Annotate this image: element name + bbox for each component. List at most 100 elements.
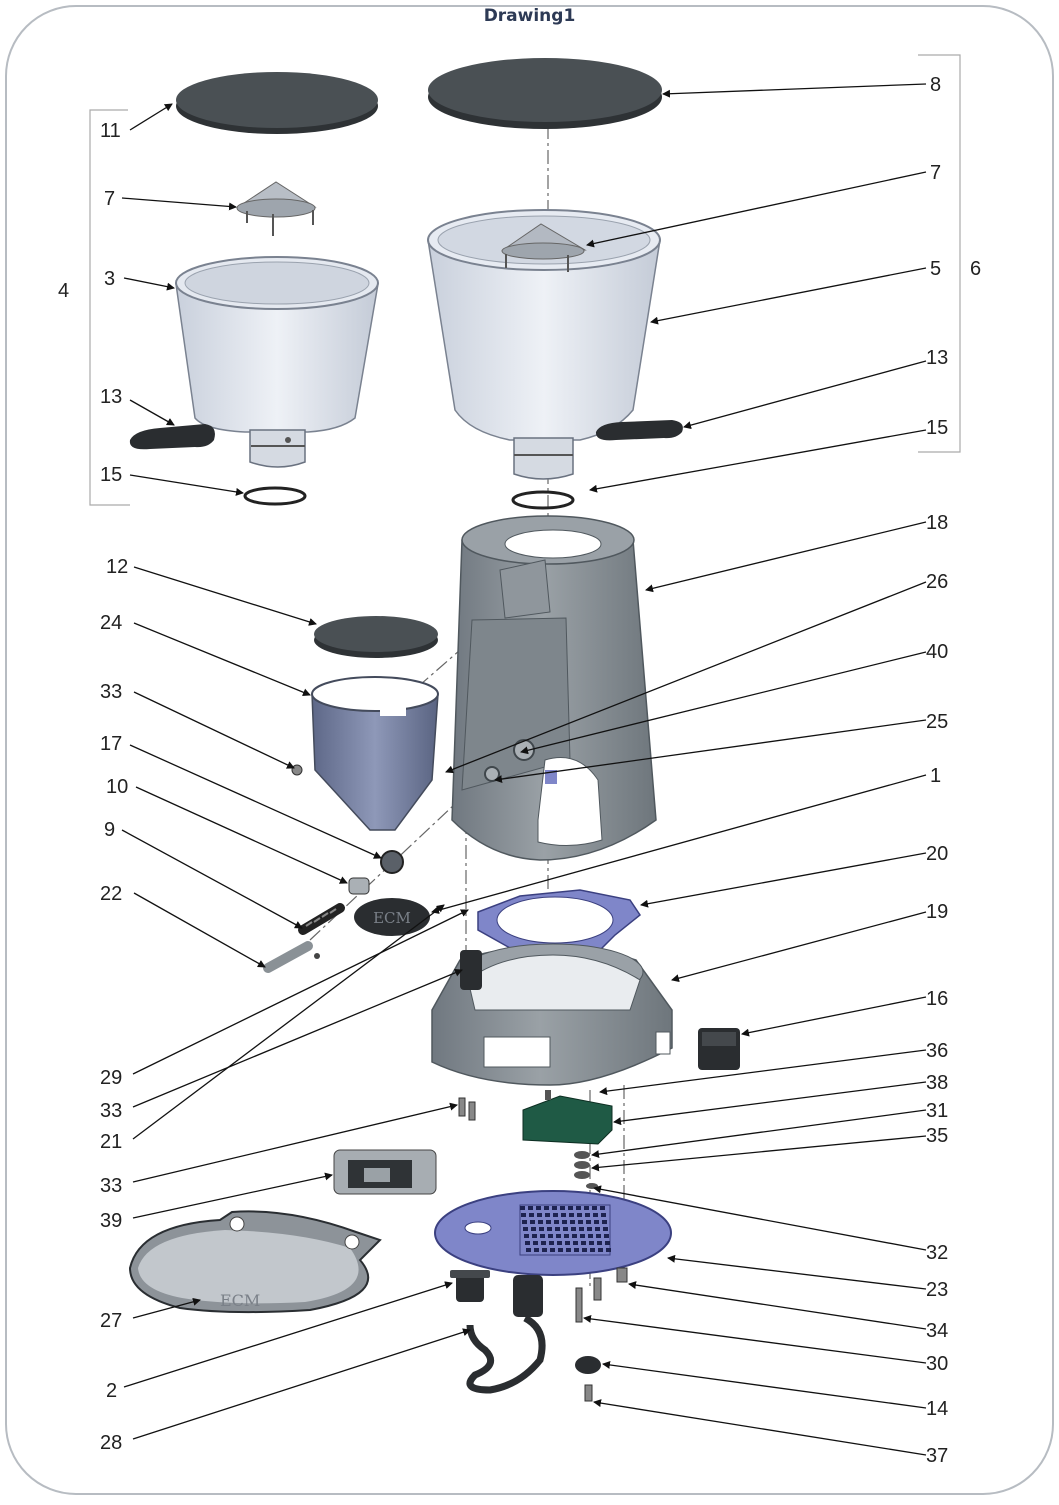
callout-2: 2 [106, 1380, 117, 1402]
part-pin-22 [263, 941, 320, 973]
callout-12: 12 [106, 556, 128, 578]
plate-vent-hole [520, 1206, 525, 1210]
plate-vent-hole [533, 1241, 538, 1245]
plate-vent-hole [558, 1248, 563, 1252]
plate-vent-grid [520, 1206, 611, 1252]
plate-vent-hole [596, 1234, 601, 1238]
plate-vent-hole [565, 1241, 570, 1245]
plate-vent-hole [593, 1213, 598, 1217]
callout-40: 40 [926, 641, 948, 663]
callout-31: 31 [926, 1100, 948, 1122]
callout-13-left: 13 [100, 386, 122, 408]
part-lid-large [428, 58, 662, 129]
part-pcb [522, 1090, 613, 1145]
plate-vent-hole [594, 1220, 599, 1224]
part-handle-right [595, 420, 683, 441]
callout-21: 21 [100, 1131, 122, 1153]
part-nut-34 [616, 1267, 628, 1283]
callout-38: 38 [926, 1072, 948, 1094]
plate-vent-hole [602, 1220, 607, 1224]
plate-vent-hole [550, 1248, 555, 1252]
plate-vent-hole [601, 1213, 606, 1217]
plate-vent-hole [572, 1234, 577, 1238]
part-display [333, 1149, 437, 1195]
plate-vent-hole [560, 1206, 565, 1210]
plate-vent-hole [563, 1227, 568, 1231]
drawing-title: Drawing1 [483, 6, 576, 26]
callout-29: 29 [100, 1067, 122, 1089]
part-main-body [451, 515, 657, 861]
plate-vent-hole [595, 1227, 600, 1231]
plate-vent-hole [525, 1241, 530, 1245]
part-oring-left [243, 486, 307, 506]
part-screw-37 [584, 1384, 593, 1402]
plate-vent-hole [605, 1241, 610, 1245]
plate-vent-hole [522, 1220, 527, 1224]
part-mount-ring [477, 889, 642, 956]
plate-vent-hole [528, 1206, 533, 1210]
plate-vent-hole [564, 1234, 569, 1238]
plate-vent-hole [524, 1234, 529, 1238]
plate-vent-hole [568, 1206, 573, 1210]
callout-16: 16 [926, 988, 948, 1010]
plate-vent-hole [600, 1206, 605, 1210]
part-washers [574, 1151, 598, 1189]
callout-33-bottom: 33 [100, 1175, 122, 1197]
gasket-logo-text: ECM [220, 1291, 260, 1310]
plate-vent-hole [547, 1227, 552, 1231]
plate-vent-hole [576, 1206, 581, 1210]
callout-37: 37 [926, 1445, 948, 1467]
plate-vent-hole [574, 1248, 579, 1252]
plate-vent-hole [597, 1241, 602, 1245]
plate-vent-hole [589, 1241, 594, 1245]
part-bushing-10 [348, 877, 370, 895]
plate-vent-hole [523, 1227, 528, 1231]
part-ecm-badge: ECM [354, 898, 430, 936]
plate-vent-hole [598, 1248, 603, 1252]
plate-vent-hole [549, 1241, 554, 1245]
part-gasket: ECM [128, 1210, 382, 1314]
leader-lines [121, 83, 927, 1456]
callout-33-top: 33 [100, 681, 122, 703]
part-spring-9 [298, 903, 345, 935]
callout-7-right: 7 [930, 162, 941, 184]
callout-1: 1 [930, 765, 941, 787]
plate-vent-hole [531, 1227, 536, 1231]
part-screws-33c [458, 1097, 476, 1121]
group-bracket-4 [89, 109, 130, 506]
plate-vent-hole [529, 1213, 534, 1217]
callout-30: 30 [926, 1353, 948, 1375]
plate-vent-hole [581, 1241, 586, 1245]
callout-labels: 11 7 4 3 13 15 12 24 33 17 10 9 22 29 33… [58, 74, 981, 1467]
plate-vent-hole [552, 1206, 557, 1210]
callout-23: 23 [926, 1279, 948, 1301]
plate-vent-hole [534, 1248, 539, 1252]
plate-vent-hole [538, 1220, 543, 1224]
plate-vent-hole [526, 1248, 531, 1252]
part-oring-right [511, 490, 575, 510]
sheet-border [5, 5, 1054, 1495]
callout-39: 39 [100, 1210, 122, 1232]
plate-vent-hole [604, 1234, 609, 1238]
callout-24: 24 [100, 612, 122, 634]
callout-4: 4 [58, 280, 69, 302]
part-screw-30 [575, 1287, 583, 1323]
group-bracket-6 [918, 54, 961, 453]
callout-3: 3 [104, 268, 115, 290]
part-cone-small [236, 181, 317, 236]
callout-19: 19 [926, 901, 948, 923]
part-foot-14 [575, 1356, 601, 1374]
plate-vent-hole [592, 1206, 597, 1210]
plate-vent-hole [545, 1213, 550, 1217]
plate-vent-hole [566, 1248, 571, 1252]
plate-vent-hole [590, 1248, 595, 1252]
plate-vent-hole [582, 1248, 587, 1252]
plate-vent-hole [557, 1241, 562, 1245]
part-power-cord [466, 1275, 546, 1394]
plate-vent-hole [586, 1220, 591, 1224]
plate-vent-hole [537, 1213, 542, 1217]
plate-vent-hole [584, 1206, 589, 1210]
callout-33-mid: 33 [100, 1100, 122, 1122]
plate-vent-hole [569, 1213, 574, 1217]
